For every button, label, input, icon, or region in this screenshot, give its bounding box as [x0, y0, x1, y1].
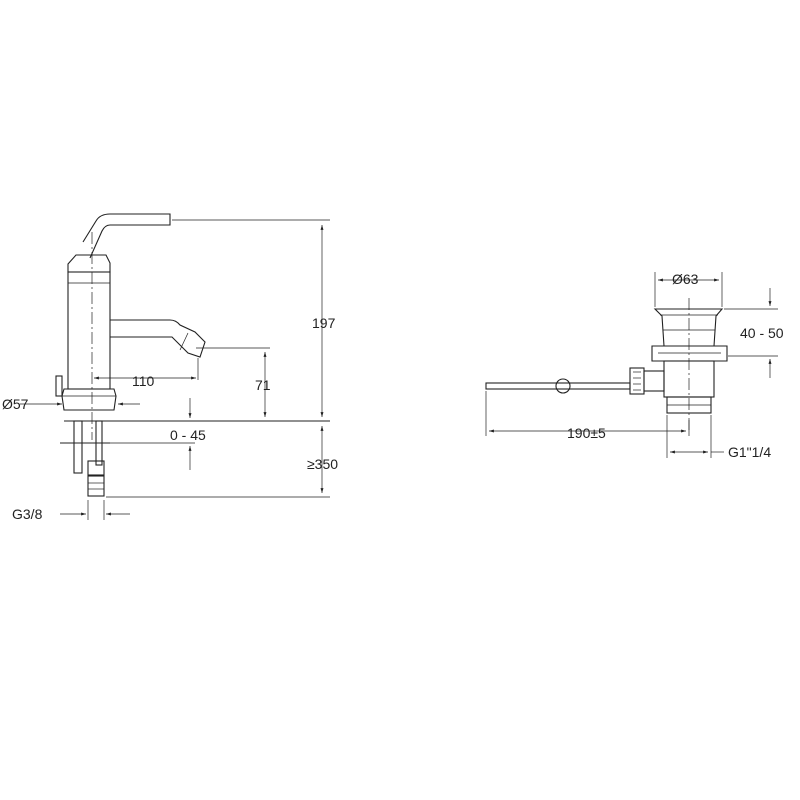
- waste-rod: [485, 382, 631, 390]
- dim-height: 197: [312, 315, 336, 331]
- dim-spout-height: 71: [255, 377, 271, 393]
- popup-rod: [55, 375, 63, 397]
- handle-cap: [67, 254, 111, 273]
- spout: [110, 319, 206, 358]
- dim-thread: G1"1/4: [728, 444, 771, 460]
- faucet-base: [61, 388, 117, 411]
- popup-waste-drawing: Ø63 40 - 50 190±5 G1"1/4: [485, 271, 784, 460]
- rod-connector: [629, 367, 645, 395]
- dim-spout-reach: 110: [132, 373, 155, 389]
- waste-nut: [651, 345, 728, 362]
- dim-deck-thickness: 0 - 45: [170, 427, 206, 443]
- lever-handle: [82, 213, 171, 259]
- dim-hose-length: ≥350: [307, 456, 338, 472]
- rod-ball-joint: [555, 378, 571, 394]
- dim-flange-diameter: Ø63: [672, 271, 699, 287]
- dim-base-diameter: Ø57: [2, 396, 29, 412]
- faucet-body: [67, 271, 111, 390]
- dim-connection: G3/8: [12, 506, 43, 522]
- bidet-mixer-drawing: 197 110 71 Ø57 0 - 45 ≥350 G3/8: [2, 213, 338, 522]
- waste-flange: [653, 308, 724, 347]
- dim-rod-length: 190±5: [567, 425, 606, 441]
- dim-flange-height: 40 - 50: [740, 325, 784, 341]
